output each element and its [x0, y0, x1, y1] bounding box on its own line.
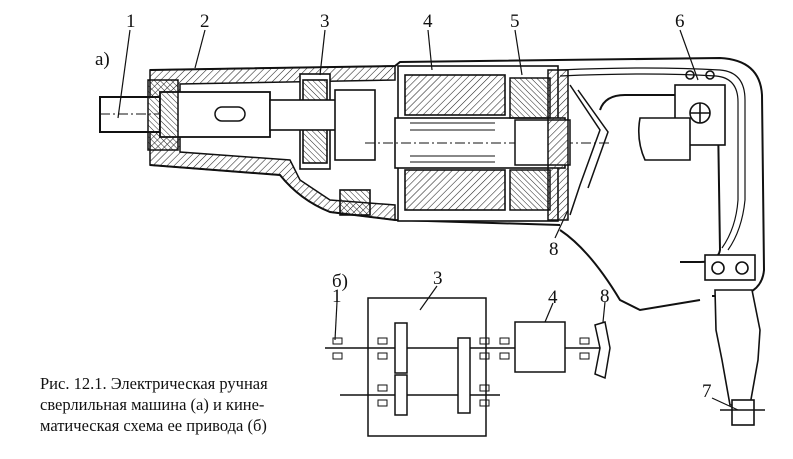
scheme-callout-4: 4 [548, 287, 558, 308]
callout-5: 5 [510, 11, 520, 32]
part-b-label: б) [332, 271, 348, 292]
fan-8 [569, 84, 609, 216]
callout-4: 4 [423, 11, 433, 32]
commutator-5 [509, 69, 571, 221]
callout-7: 7 [702, 381, 712, 402]
callout-1: 1 [126, 11, 136, 32]
caption-line: сверлильная машина (а) и кине- [40, 395, 265, 414]
kinematic-scheme [325, 297, 611, 437]
callout-3: 3 [320, 11, 330, 32]
callout-2: 2 [200, 11, 210, 32]
scheme-callout-3: 3 [433, 268, 443, 289]
scheme-callout-8: 8 [600, 286, 610, 307]
callout-6: 6 [675, 11, 685, 32]
scheme-callout-1: 1 [332, 286, 342, 307]
caption-line: матическая схема ее привода (б) [40, 416, 267, 435]
switch-6 [638, 70, 726, 161]
part-a-label: а) [95, 49, 110, 70]
callout-8: 8 [549, 239, 559, 260]
spindle [99, 79, 300, 151]
cable-gland-7 [704, 254, 765, 426]
callout-leaders [117, 29, 739, 411]
gear-3 [269, 73, 376, 216]
figure-caption: Рис. 12.1. Электрическая ручная сверлиль… [40, 373, 320, 436]
wiring [559, 67, 746, 251]
caption-line: Рис. 12.1. Электрическая ручная [40, 374, 268, 393]
